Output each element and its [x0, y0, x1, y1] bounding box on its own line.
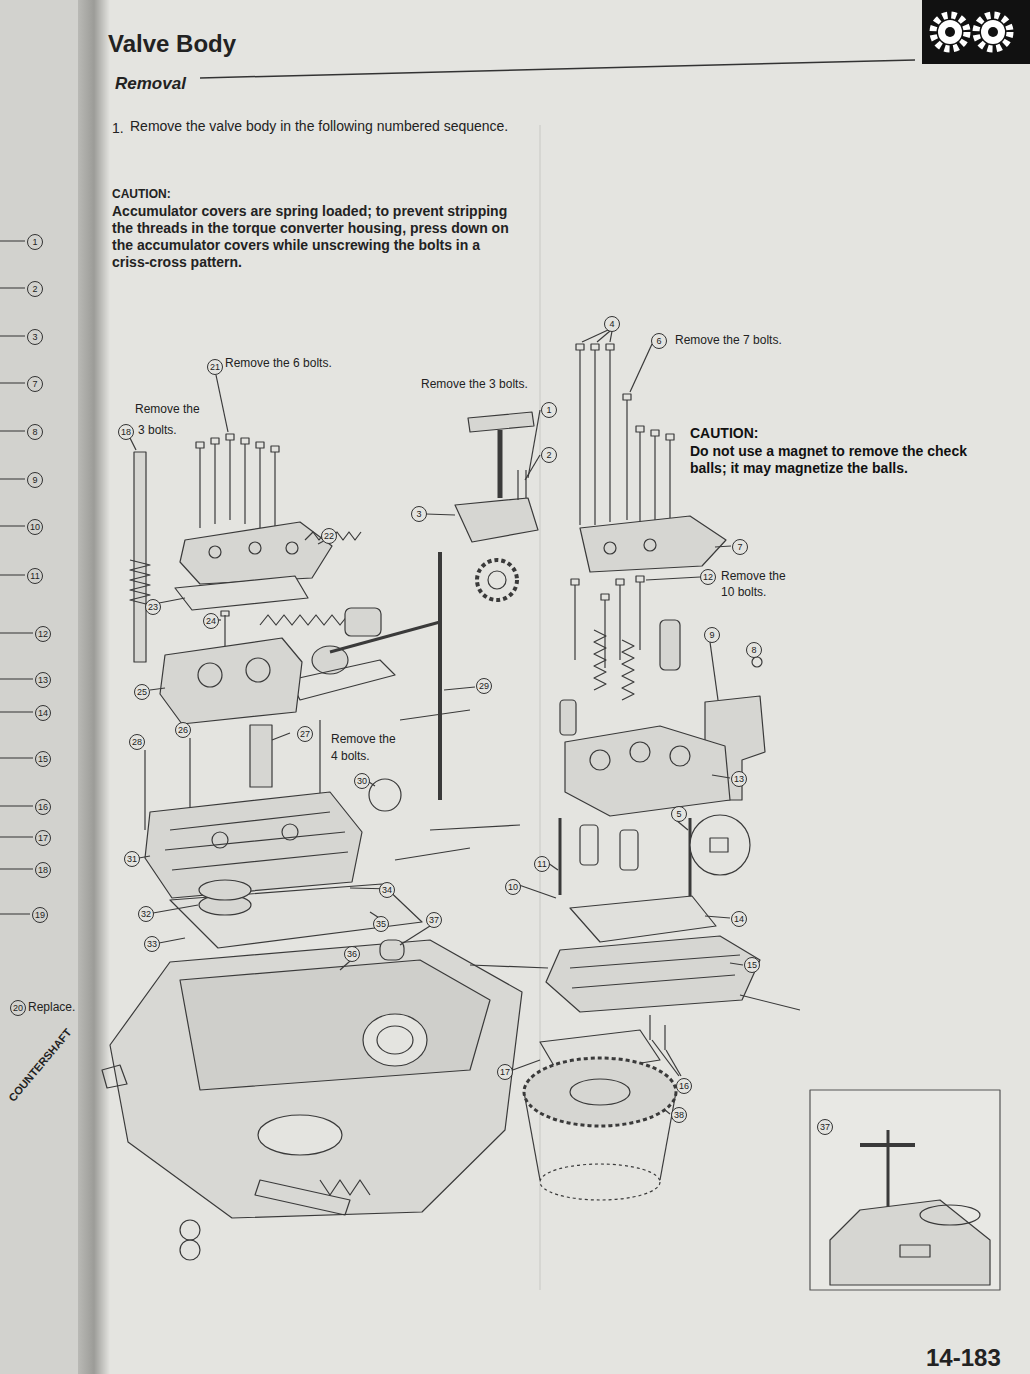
callout-number: 34 — [379, 882, 395, 898]
callout-number: 32 — [138, 906, 154, 922]
bolt-note: 10 bolts. — [720, 585, 767, 599]
instruction-text: Remove the valve body in the following n… — [130, 118, 520, 135]
bolt-note: Remove the — [134, 402, 201, 416]
callout-number: 14 — [731, 911, 747, 927]
callout-number: 36 — [344, 946, 360, 962]
callout-number: 35 — [373, 916, 389, 932]
margin-callout: 9 — [27, 472, 43, 488]
callout-number: 1 — [541, 402, 557, 418]
margin-callout: 7 — [27, 376, 43, 392]
bolt-note: Remove the — [330, 732, 397, 746]
callout-number: 33 — [144, 936, 160, 952]
margin-callout: 13 — [35, 672, 51, 688]
callout-number: 2 — [541, 447, 557, 463]
bolt-note: Remove the — [720, 569, 787, 583]
replace-note: Replace. — [28, 1000, 75, 1014]
callout-number: 27 — [297, 726, 313, 742]
margin-callout: 12 — [35, 626, 51, 642]
subheading: Removal — [115, 74, 186, 94]
callout-number: 3 — [411, 506, 427, 522]
callout-number: 37 — [426, 912, 442, 928]
caution-heading: CAUTION: — [690, 425, 758, 442]
bolt-note: 3 bolts. — [137, 423, 178, 437]
callout-number: 15 — [744, 957, 760, 973]
callout-number: 4 — [604, 316, 620, 332]
callout-number: 6 — [651, 333, 667, 349]
callout-number: 30 — [354, 773, 370, 789]
bolt-note: Remove the 7 bolts. — [674, 333, 783, 347]
margin-callout: 20 — [10, 1000, 26, 1016]
margin-callout: 19 — [32, 907, 48, 923]
callout-number: 8 — [746, 642, 762, 658]
callout-number: 13 — [731, 771, 747, 787]
margin-callout: 17 — [35, 830, 51, 846]
callout-number: 18 — [118, 424, 134, 440]
bolt-note: Remove the 3 bolts. — [420, 377, 529, 391]
callout-number: 22 — [321, 528, 337, 544]
callout-number: 24 — [203, 613, 219, 629]
margin-callout: 16 — [35, 799, 51, 815]
caution-heading: CAUTION: — [112, 187, 171, 201]
callout-number: 23 — [145, 599, 161, 615]
margin-callout: 3 — [27, 329, 43, 345]
page-title: Valve Body — [108, 30, 236, 58]
callout-number: 25 — [134, 684, 150, 700]
page-number: 14-183 — [926, 1344, 1001, 1372]
callout-number: 10 — [505, 879, 521, 895]
margin-callout: 18 — [35, 862, 51, 878]
margin-callout: 2 — [27, 281, 43, 297]
margin-callout: 8 — [27, 424, 43, 440]
callout-number: 9 — [704, 627, 720, 643]
caution-text: Do not use a magnet to remove the check … — [690, 443, 975, 477]
margin-callout: 15 — [35, 751, 51, 767]
callout-number: 11 — [534, 856, 550, 872]
bolt-note: 4 bolts. — [330, 749, 371, 763]
callout-number: 7 — [732, 539, 748, 555]
callout-number: 31 — [124, 851, 140, 867]
callout-number: 21 — [207, 359, 223, 375]
margin-callout: 14 — [35, 705, 51, 721]
callout-number: 29 — [476, 678, 492, 694]
callout-number: 28 — [129, 734, 145, 750]
callout-number: 38 — [671, 1107, 687, 1123]
bolt-note: Remove the 6 bolts. — [224, 356, 333, 370]
callout-number: 37 — [817, 1119, 833, 1135]
margin-callout: 1 — [27, 234, 43, 250]
callout-number: 5 — [671, 806, 687, 822]
callout-number: 12 — [700, 569, 716, 585]
callout-number: 17 — [497, 1064, 513, 1080]
callout-number: 26 — [175, 722, 191, 738]
caution-text: Accumulator covers are spring loaded; to… — [112, 203, 517, 271]
margin-callout: 11 — [27, 568, 43, 584]
margin-callout: 10 — [27, 519, 43, 535]
callout-number: 16 — [676, 1078, 692, 1094]
step-number: 1. — [112, 120, 124, 137]
